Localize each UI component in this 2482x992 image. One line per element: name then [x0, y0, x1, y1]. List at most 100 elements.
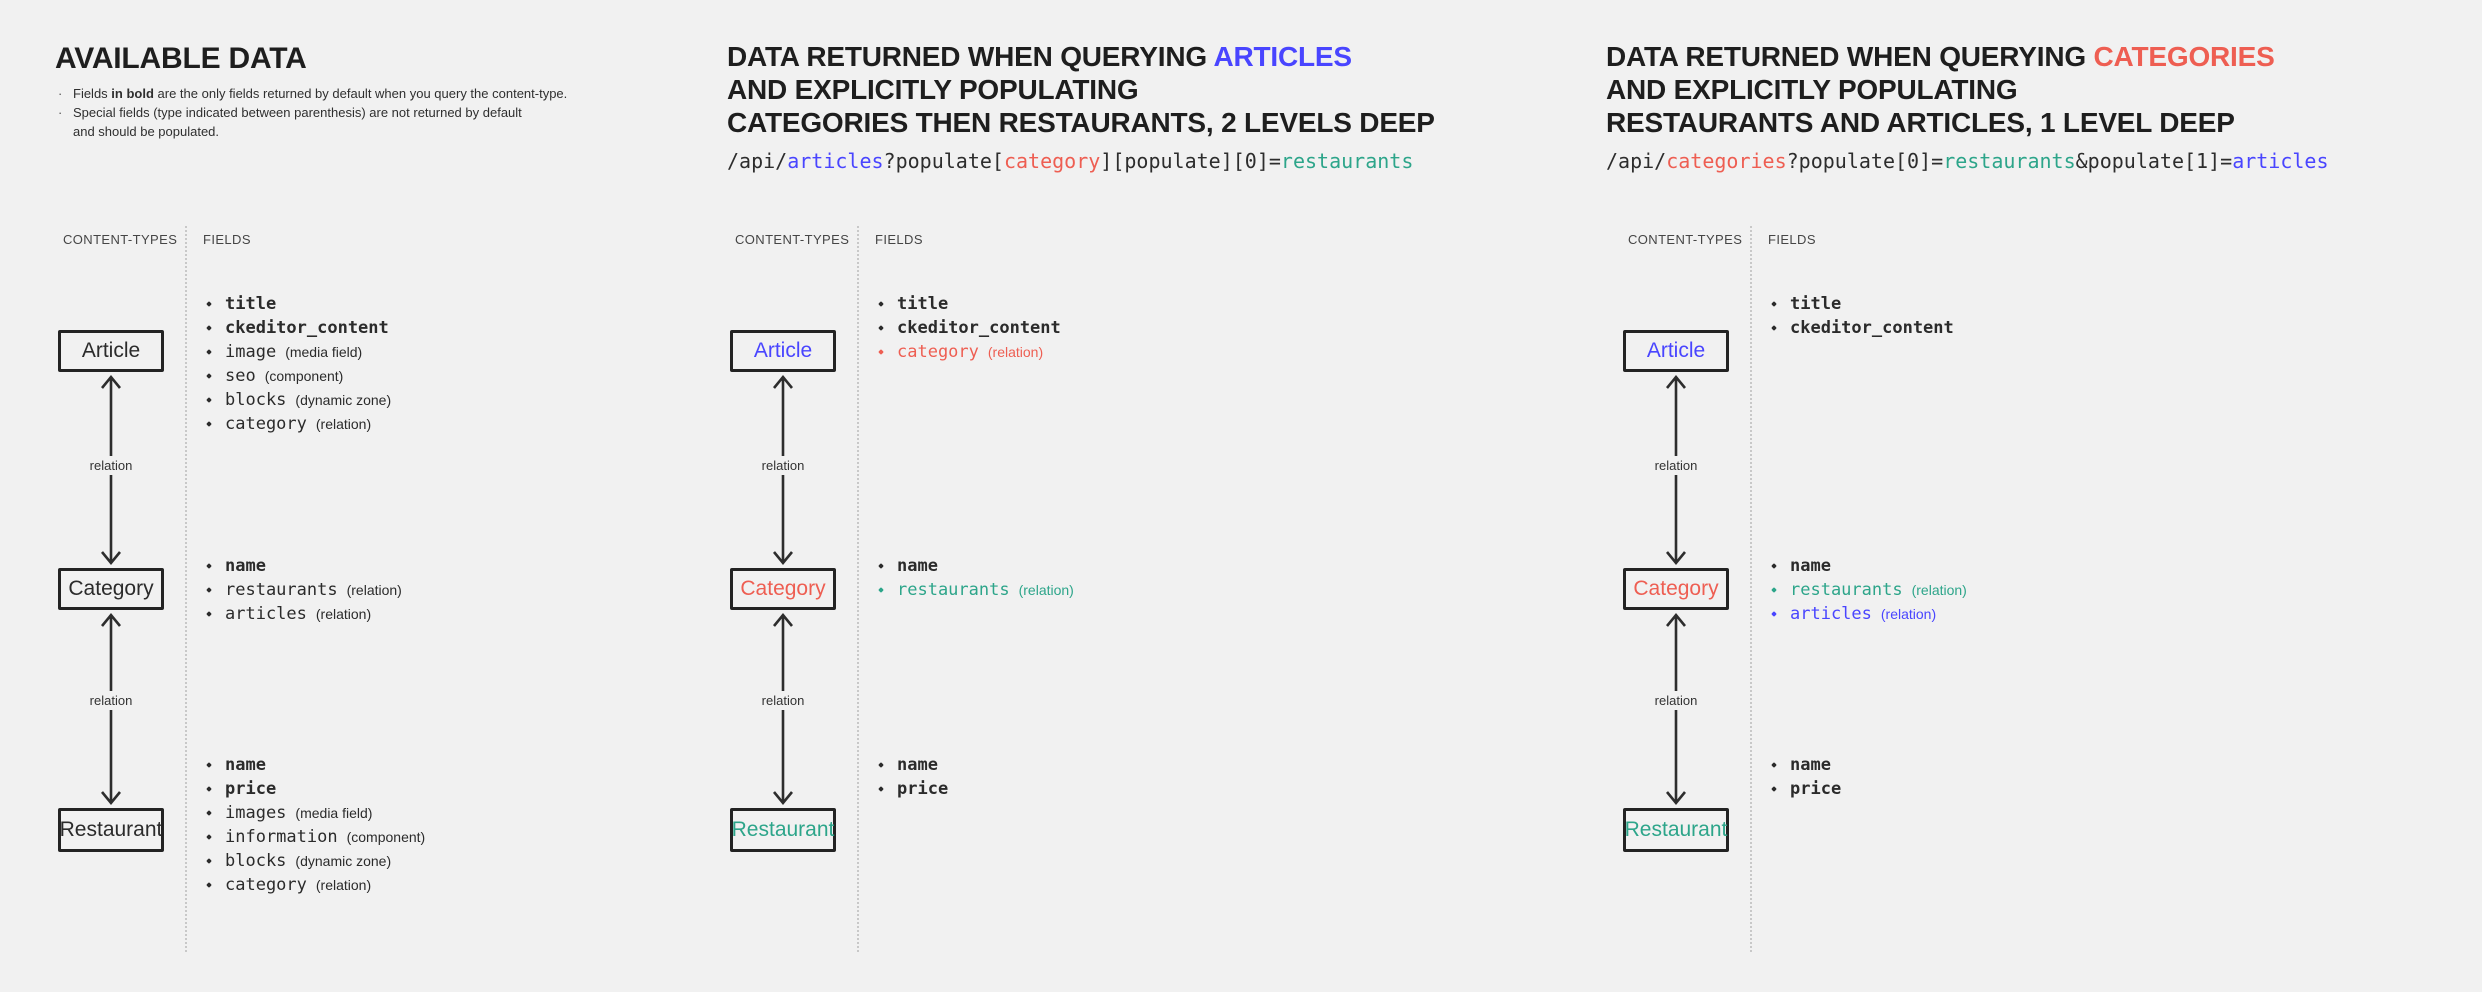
field-item: category (relation): [875, 340, 1061, 364]
field-name: title: [225, 294, 277, 314]
field-name: restaurants: [897, 580, 1010, 600]
bullet-icon: [206, 762, 212, 768]
bullet-icon: [206, 786, 212, 792]
text-segment: restaurants: [1280, 149, 1414, 173]
field-type: (relation): [346, 582, 402, 598]
note-text: Special fields (type indicated between p…: [73, 103, 522, 141]
diagram: CONTENT-TYPES FIELDS Article Category Re…: [1620, 0, 2482, 992]
field-item: category(relation): [203, 412, 391, 436]
field-name: blocks: [225, 851, 287, 871]
text-segment: ?populate[: [883, 149, 1004, 173]
bullet-icon: [206, 858, 212, 864]
field-name: ckeditor_content: [225, 318, 389, 338]
panel-title-line: AVAILABLE DATA: [55, 42, 307, 75]
panel-title: DATA RETURNED WHEN QUERYING ARTICLES AND…: [727, 40, 1435, 139]
field-item: title: [875, 292, 1061, 316]
field-name: ckeditor_content: [1790, 318, 1954, 338]
panel-title: DATA RETURNED WHEN QUERYING CATEGORIES A…: [1606, 40, 2275, 139]
text-segment: ][populate][0]=: [1100, 149, 1281, 173]
field-type: (relation): [315, 877, 372, 893]
bullet-icon: [206, 301, 212, 307]
field-name: restaurants: [225, 580, 338, 600]
notes-list: ·Fields in bold are the only fields retu…: [58, 84, 624, 141]
field-name: information: [225, 827, 338, 847]
diagram: CONTENT-TYPES FIELDS Article Category Re…: [727, 0, 1587, 992]
text-segment: restaurants: [1943, 149, 2076, 173]
field-item: seo(component): [203, 364, 391, 388]
field-item: articles (relation): [203, 602, 402, 626]
field-type: (relation): [1880, 606, 1937, 622]
text-segment: CATEGORIES THEN RESTAURANTS, 2 LEVELS DE…: [727, 107, 1435, 138]
field-name: name: [225, 755, 266, 775]
field-name: name: [225, 556, 266, 576]
field-type: (relation): [315, 606, 372, 622]
text-segment: DATA RETURNED WHEN QUERYING: [727, 41, 1214, 72]
bullet-icon: [206, 882, 212, 888]
note-item: ·Fields in bold are the only fields retu…: [58, 84, 624, 103]
field-item: name: [1768, 753, 1841, 777]
relation-label: relation: [1628, 691, 1724, 710]
field-item: title: [1768, 292, 1954, 316]
bullet-icon: [878, 563, 884, 569]
field-item: name: [875, 554, 1074, 578]
field-item: ckeditor_content: [875, 316, 1061, 340]
text-segment: &populate[1]=: [2075, 149, 2233, 173]
field-item: blocks (dynamic zone): [203, 849, 425, 873]
text-segment: categories: [1666, 149, 1787, 173]
content-type-box-category: Category: [58, 568, 164, 610]
field-type: (media field): [285, 344, 363, 360]
field-name: blocks: [225, 390, 287, 410]
panel-title-line: DATA RETURNED WHEN QUERYING ARTICLES: [727, 40, 1435, 73]
content-types-header: CONTENT-TYPES: [735, 232, 850, 247]
text-segment: DATA RETURNED WHEN QUERYING: [1606, 41, 2094, 72]
panel-querying-categories: DATA RETURNED WHEN QUERYING CATEGORIES A…: [1606, 0, 2482, 992]
bullet-icon: [878, 301, 884, 307]
text-segment: Fields: [73, 86, 112, 101]
field-name: articles: [225, 604, 307, 624]
text-segment: /api/: [1606, 149, 1667, 173]
diagram: CONTENT-TYPES FIELDS Article Category Re…: [55, 0, 675, 992]
bullet-icon: [1771, 301, 1777, 307]
content-type-box-restaurant: Restaurant: [58, 808, 164, 852]
bullet-icon: [206, 810, 212, 816]
divider: [1750, 226, 1752, 952]
bullet-icon: [206, 373, 212, 379]
field-type: (relation): [987, 344, 1044, 360]
note-text: Fields in bold are the only fields retur…: [73, 84, 567, 103]
field-name: price: [225, 779, 277, 799]
bullet-icon: [206, 325, 212, 331]
field-item: blocks (dynamic zone): [203, 388, 391, 412]
field-type: (dynamic zone): [295, 392, 392, 408]
field-item: restaurants (relation): [203, 578, 402, 602]
text-segment: are the only fields returned by default …: [153, 86, 568, 101]
field-item: price: [203, 777, 425, 801]
field-name: price: [897, 779, 949, 799]
note-item: ·Special fields (type indicated between …: [58, 103, 624, 141]
fields-header: FIELDS: [203, 232, 251, 247]
field-name: articles: [1790, 604, 1872, 624]
text-segment: articles: [2232, 149, 2329, 173]
bullet-icon: [878, 587, 884, 593]
field-name: name: [897, 556, 938, 576]
field-name: title: [897, 294, 949, 314]
bullet-icon: [206, 834, 212, 840]
field-item: name: [875, 753, 948, 777]
relation-label: relation: [735, 691, 831, 710]
field-type: (relation): [1911, 582, 1967, 598]
fields-header: FIELDS: [1768, 232, 1816, 247]
text-segment: category: [1003, 149, 1101, 173]
bullet-icon: [878, 349, 884, 355]
field-type: (dynamic zone): [295, 853, 392, 869]
bullet-icon: [1771, 611, 1777, 617]
text-segment: CATEGORIES: [2093, 41, 2275, 72]
field-name: category: [897, 342, 979, 362]
content-type-box-category: Category: [730, 568, 836, 610]
panel-querying-articles: DATA RETURNED WHEN QUERYING ARTICLES AND…: [727, 0, 1587, 992]
field-name: category: [225, 414, 307, 434]
field-item: name: [203, 554, 402, 578]
api-url: /api/articles?populate[category][populat…: [727, 148, 1413, 174]
